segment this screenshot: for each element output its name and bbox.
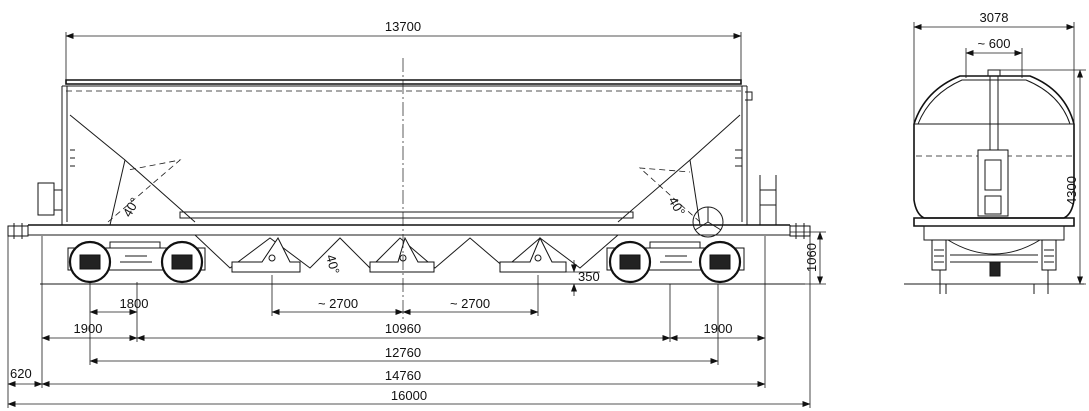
dim-hatch-left: ~ 2700 [271, 275, 404, 316]
svg-text:~ 600: ~ 600 [978, 36, 1011, 51]
svg-text:620: 620 [10, 366, 32, 381]
bogie-left [67, 240, 206, 284]
angle-hopper: 40° [323, 253, 343, 276]
dim-16000: 16000 [7, 236, 811, 408]
discharge-gate [369, 236, 435, 273]
discharge-gate [499, 236, 567, 273]
angle-right: 40° [665, 194, 688, 219]
dim-13700: 13700 [65, 19, 742, 80]
svg-text:350: 350 [578, 269, 600, 284]
svg-text:1900: 1900 [74, 321, 103, 336]
dim-3078: 3078 [913, 10, 1075, 124]
svg-text:12760: 12760 [385, 345, 421, 360]
discharge-gate [231, 237, 301, 273]
svg-text:13700: 13700 [385, 19, 421, 34]
dim-4300: 4300 [1000, 69, 1086, 285]
underframe [7, 206, 811, 273]
svg-text:16000: 16000 [391, 388, 427, 403]
svg-text:14760: 14760 [385, 368, 421, 383]
dim-12760: 12760 [89, 284, 719, 365]
svg-text:~ 2700: ~ 2700 [450, 296, 490, 311]
hopper-body [37, 79, 777, 226]
dim-1060: 1060 [790, 231, 826, 285]
side-view: 40° 40° 40° 13700 1800 ~ 2700 ~ 2700 [7, 19, 826, 408]
dim-14760: 620 14760 [7, 236, 766, 408]
svg-text:3078: 3078 [980, 10, 1009, 25]
dim-hatch-right: ~ 2700 [402, 275, 539, 316]
angle-left: 40° [120, 195, 143, 220]
svg-text:1060: 1060 [804, 243, 819, 272]
dim-1800: 1800 [89, 282, 149, 316]
svg-text:1800: 1800 [120, 296, 149, 311]
bogie-right [606, 240, 745, 284]
brake-wheel-icon [692, 206, 724, 238]
svg-text:~ 2700: ~ 2700 [318, 296, 358, 311]
end-view: 3078 ~ 600 4300 [904, 10, 1086, 294]
svg-text:10960: 10960 [385, 321, 421, 336]
svg-text:4300: 4300 [1064, 176, 1079, 205]
dim-row-bogie: 1900 10960 1900 [41, 236, 766, 342]
dim-600: ~ 600 [965, 36, 1023, 78]
dim-350: 350 [566, 260, 600, 296]
